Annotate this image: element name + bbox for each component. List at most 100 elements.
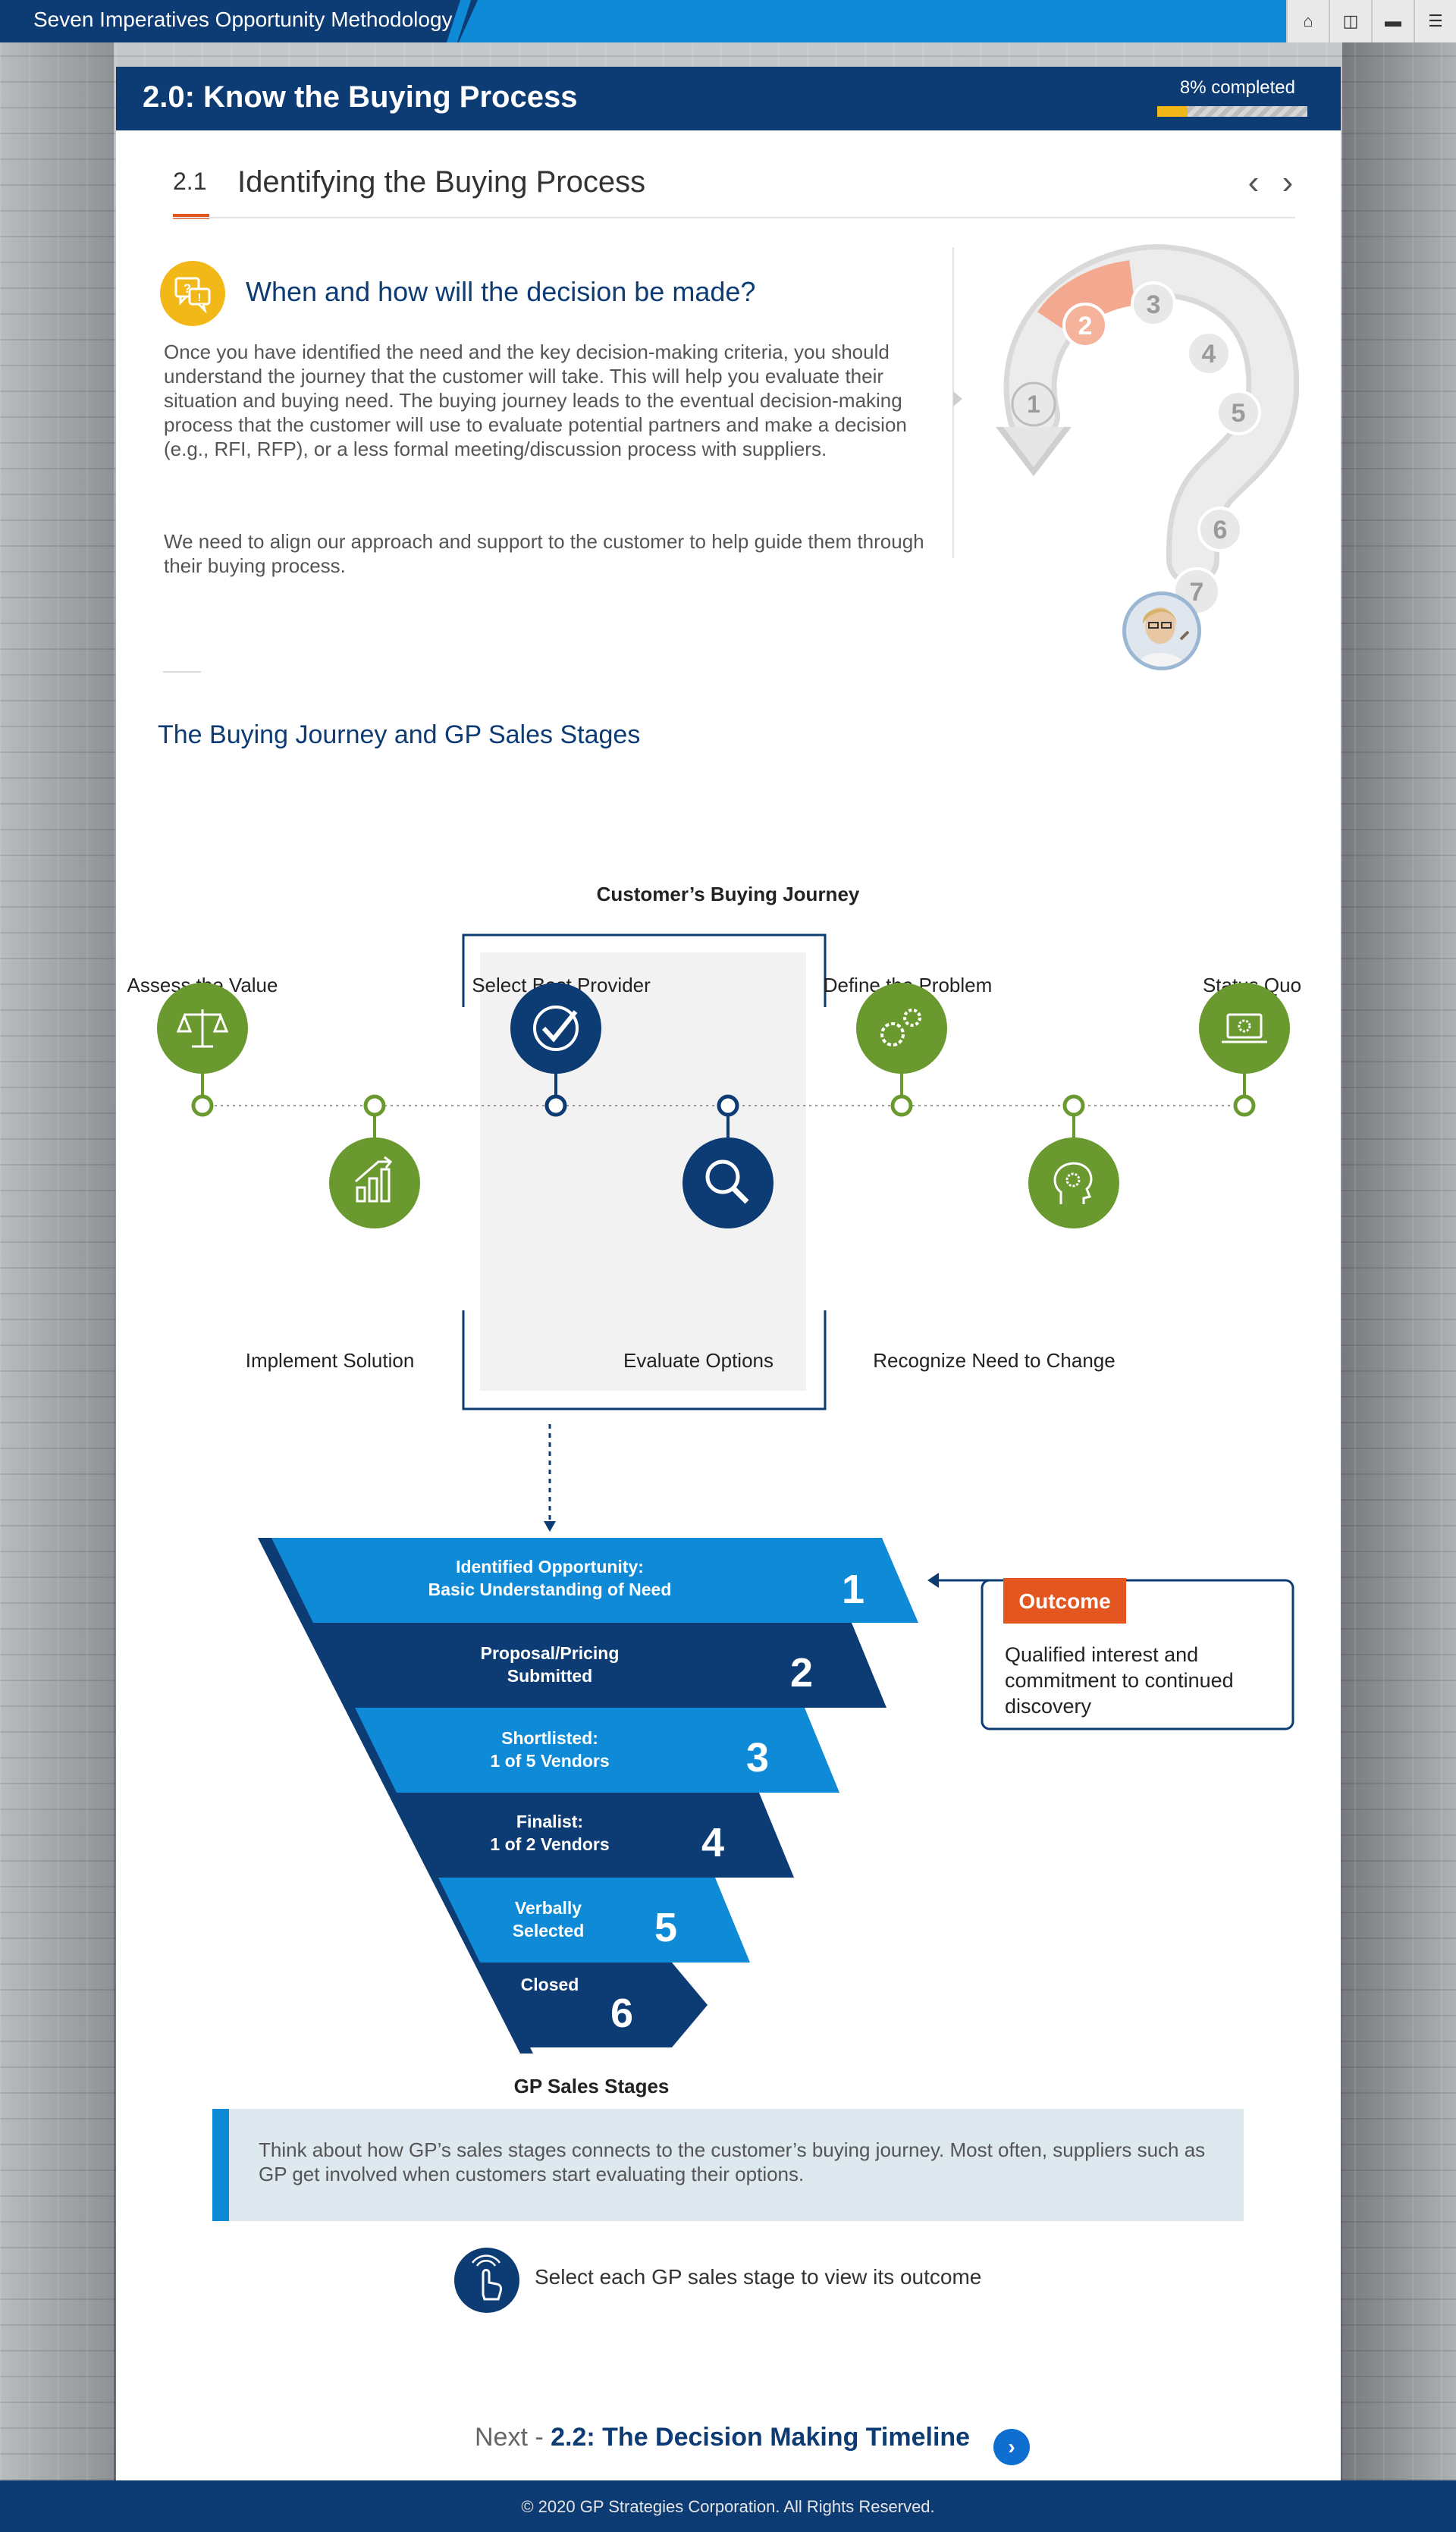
home-icon: ⌂ [1303,11,1313,30]
journey-step-implement-solution[interactable]: Implement Solution [246,1094,420,1372]
footer: © 2020 GP Strategies Corporation. All Ri… [0,2480,1456,2532]
svg-text:Verbally: Verbally [515,1898,582,1918]
hint-text: Select each GP sales stage to view its o… [535,2265,982,2289]
sales-stage-6[interactable]: Closed 6 [480,1963,708,2047]
svg-text:1: 1 [842,1567,864,1612]
sales-stages-funnel: Identified Opportunity: Basic Understand… [258,1538,918,2054]
svg-text:Evaluate Options: Evaluate Options [623,1349,774,1372]
question-chat-icon: ? ! [160,261,225,326]
svg-text:?: ? [184,281,191,296]
journey-step-recognize-need-to-change[interactable]: Recognize Need to Change [873,1094,1119,1372]
svg-text:Identified Opportunity:: Identified Opportunity: [456,1557,644,1577]
svg-text:5: 5 [654,1905,677,1950]
intro-paragraph-2: We need to align our approach and suppor… [164,530,924,577]
funnel-title: GP Sales Stages [514,2075,670,2097]
gears-icon [856,983,947,1074]
folder-button[interactable]: ▬ [1371,0,1414,42]
diagram-title: Customer’s Buying Journey [597,883,860,905]
next-section-link[interactable]: Next - 2.2: The Decision Making Timeline [475,2423,970,2452]
journey-step-assess-the-value[interactable]: Assess the Value [127,974,278,1117]
outcome-label-badge [1003,1578,1126,1624]
next-prefix: Next - [475,2423,551,2452]
next-label: 2.2: The Decision Making Timeline [551,2423,971,2452]
head-gear-icon [1028,1137,1119,1228]
journey-step-select-best-provider[interactable]: Select Best Provider [472,974,651,1117]
svg-text:2: 2 [790,1650,813,1696]
svg-text:3: 3 [746,1735,769,1781]
folder-icon: ▬ [1385,11,1401,30]
copyright-text: © 2020 GP Strategies Corporation. All Ri… [521,2497,935,2516]
highlight-bracket-bottom [462,1310,827,1410]
svg-text:Selected: Selected [513,1921,585,1941]
tap-hand-icon [454,2248,519,2313]
content-card: 2.0: Know the Buying Process 8% complete… [116,67,1341,2486]
question-mark-steps-graphic: 1 2 3 4 5 6 7 [996,244,1299,616]
sales-stage-2[interactable]: Proposal/Pricing Submitted 2 [313,1623,886,1708]
menu-button[interactable]: ☰ [1414,0,1456,42]
intro-paragraph-1: Once you have identified the need and th… [164,340,907,460]
course-title-tab [0,0,478,42]
tip-callout-text: Think about how GP’s sales stages connec… [259,2138,1206,2185]
svg-text:!: ! [198,291,202,304]
next-page-button[interactable]: › [1282,164,1294,201]
svg-text:4: 4 [1202,340,1216,369]
sales-stage-5[interactable]: Verbally Selected 5 [438,1878,750,1963]
svg-text:Proposal/Pricing: Proposal/Pricing [481,1643,620,1663]
step-marker-6: 6 [1197,507,1243,552]
section-title: Identifying the Buying Process [237,165,646,199]
buying-journey-diagram: Customer’s Buying Journey Assess the Val… [127,883,1302,2097]
journey-step-status-quo[interactable]: Status Quo [1199,974,1301,1117]
svg-text:1: 1 [1027,391,1040,418]
step-marker-3: 3 [1131,281,1176,327]
journey-step-evaluate-options[interactable]: Evaluate Options [623,1094,774,1372]
svg-text:Recognize Need to Change: Recognize Need to Change [873,1349,1115,1372]
svg-text:2: 2 [1078,312,1093,340]
resources-icon: ◫ [1342,11,1359,30]
growth-chart-icon [329,1137,420,1228]
sales-stage-3[interactable]: Shortlisted: 1 of 5 Vendors 3 [355,1708,839,1793]
resources-button[interactable]: ◫ [1329,0,1371,42]
svg-text:Submitted: Submitted [507,1666,592,1686]
intro-heading: When and how will the decision be made? [246,276,756,307]
module-header: 2.0: Know the Buying Process 8% complete… [116,67,1341,130]
svg-text:Basic Understanding of Need: Basic Understanding of Need [428,1580,672,1599]
magnifier-icon [682,1137,774,1228]
course-title: Seven Imperatives Opportunity Methodolog… [33,8,453,31]
svg-text:3: 3 [1147,290,1161,319]
svg-text:4: 4 [701,1820,724,1865]
section-number-underline [173,214,209,219]
step-marker-1: 1 [1011,381,1056,427]
svg-text:Outcome: Outcome [1018,1589,1110,1613]
home-button[interactable]: ⌂ [1286,0,1329,42]
section-number: 2.1 [173,168,207,195]
short-divider [163,671,201,673]
connector-arrowhead [544,1521,556,1532]
svg-text:6: 6 [1213,516,1228,544]
previous-page-button[interactable]: ‹ [1247,164,1260,201]
progress-bar-fill [1157,106,1188,117]
svg-text:6: 6 [610,1991,633,2036]
journey-section-title: The Buying Journey and GP Sales Stages [158,720,641,749]
laptop-gear-icon [1199,983,1290,1074]
step-marker-4: 4 [1186,331,1232,376]
svg-text:discovery: discovery [1005,1695,1092,1718]
svg-text:Closed: Closed [521,1975,579,1994]
svg-text:commitment to continued: commitment to continued [1005,1669,1234,1692]
svg-text:Shortlisted:: Shortlisted: [501,1728,598,1748]
highlight-bracket-top [462,933,827,1007]
svg-text:5: 5 [1232,399,1246,428]
progress-label: 8% completed [1179,77,1295,98]
next-section-button[interactable]: › [993,2429,1030,2465]
svg-text:Qualified interest and: Qualified interest and [1005,1643,1198,1666]
tip-callout: Think about how GP’s sales stages connec… [212,2109,1244,2221]
svg-text:Implement Solution: Implement Solution [246,1349,415,1372]
svg-text:7: 7 [1190,578,1204,607]
avatar [1122,591,1201,670]
top-bar: Seven Imperatives Opportunity Methodolog… [0,0,1456,42]
module-title: 2.0: Know the Buying Process [143,80,578,114]
sales-stage-1[interactable]: Identified Opportunity: Basic Understand… [271,1538,918,1623]
progress-bar [1157,106,1307,117]
sales-stage-4[interactable]: Finalist: 1 of 2 Vendors 4 [397,1793,794,1878]
journey-step-define-the-problem[interactable]: Define the Problem [824,974,993,1117]
outcome-panel: Outcome Qualified interest and commitmen… [927,1573,1294,1730]
